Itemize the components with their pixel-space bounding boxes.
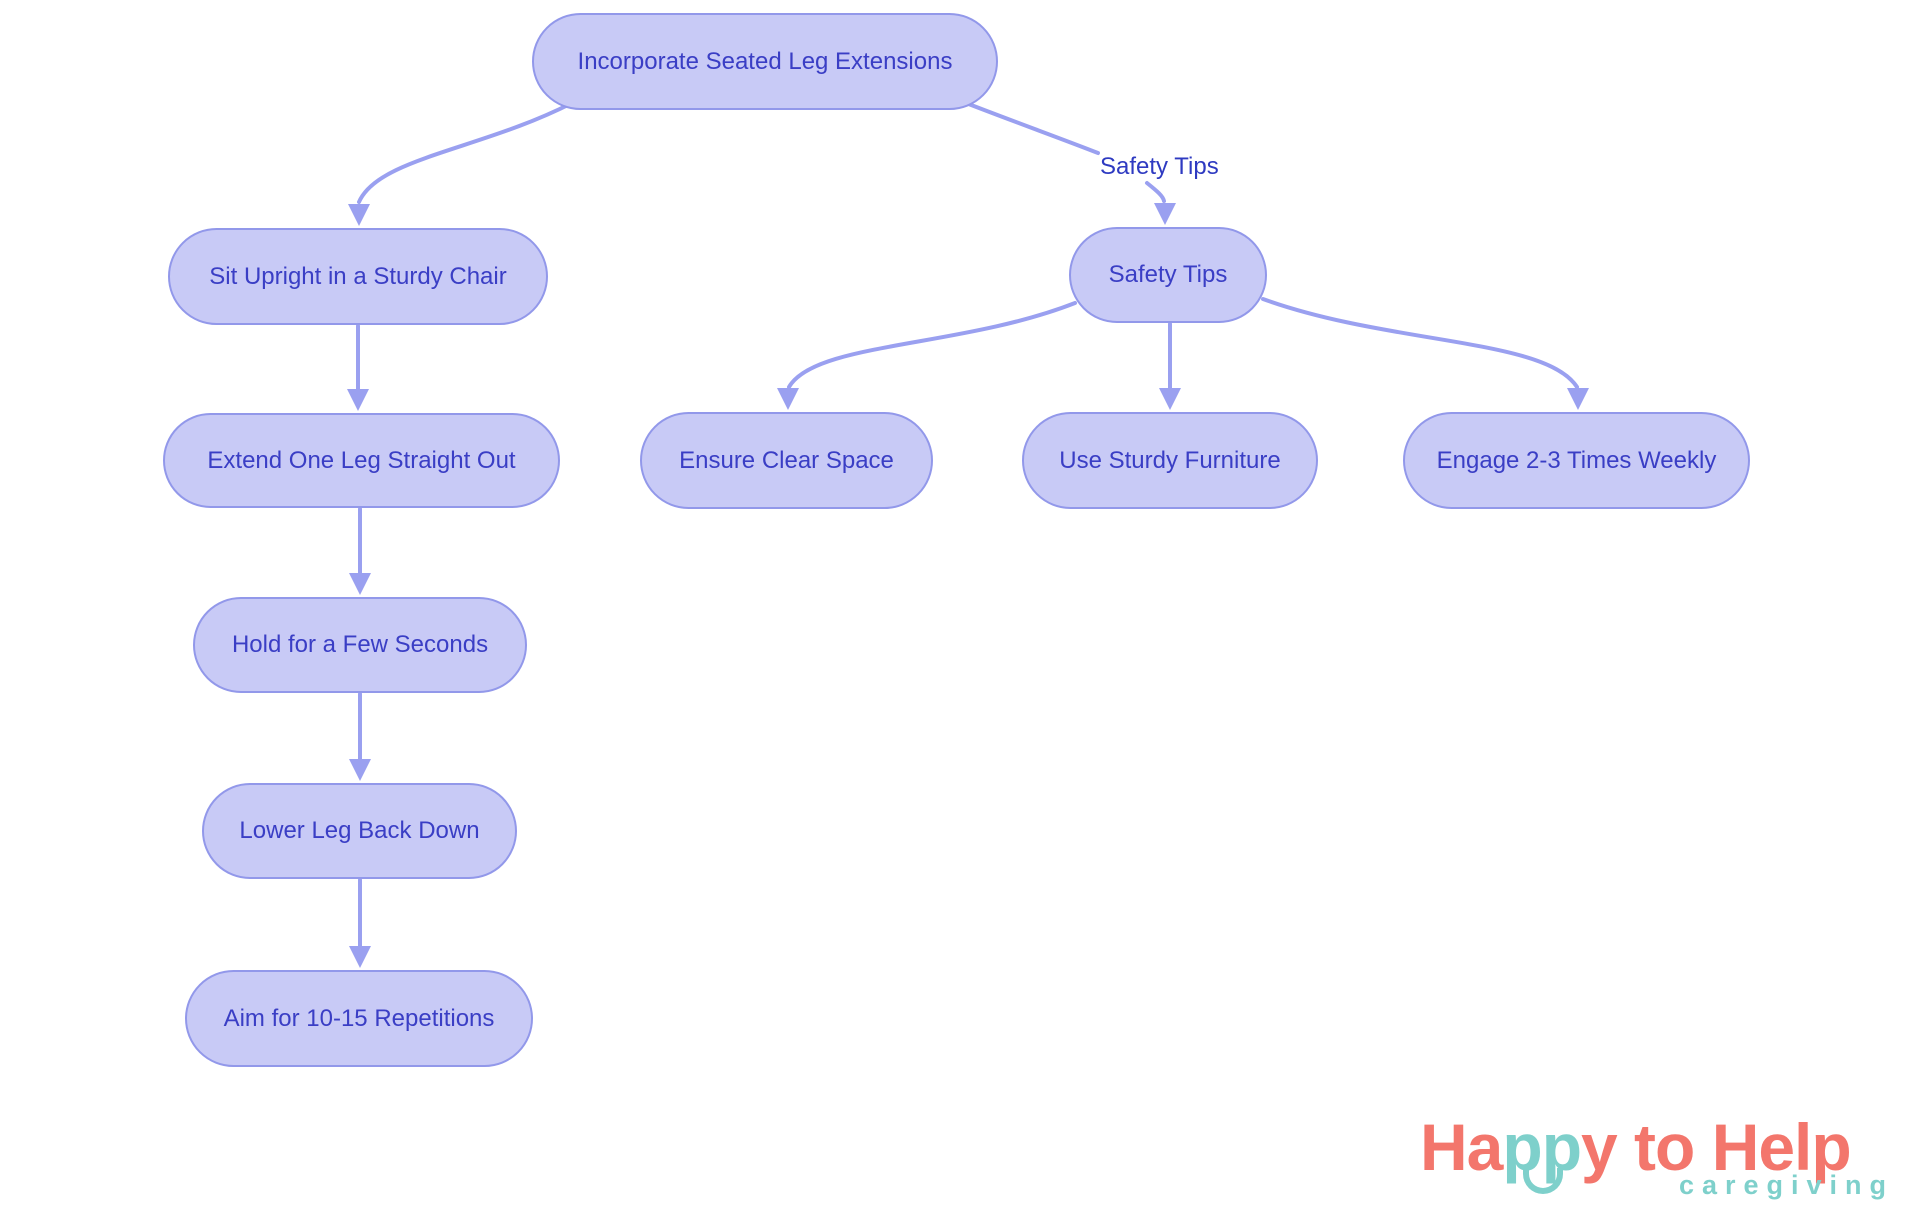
node-root: Incorporate Seated Leg Extensions [532, 13, 998, 110]
node-sit-upright: Sit Upright in a Sturdy Chair [168, 228, 548, 325]
node-lower-leg: Lower Leg Back Down [202, 783, 517, 879]
logo-wordmark: Happy to Help [1420, 1112, 1900, 1182]
arrowhead-icon [348, 204, 370, 226]
node-ensure-clear-space: Ensure Clear Space [640, 412, 933, 509]
node-aim-repetitions-label: Aim for 10-15 Repetitions [223, 1004, 495, 1032]
node-sit-upright-label: Sit Upright in a Sturdy Chair [209, 262, 507, 290]
arrowhead-icon [777, 388, 799, 410]
edge-root-to-safety-label [964, 101, 1100, 155]
arrowhead-icon [347, 389, 369, 411]
arrowhead-icon [349, 759, 371, 781]
edge-root-to-sit-upright [357, 101, 574, 204]
edge-label-safety-tips: Safety Tips [1100, 153, 1219, 180]
logo-text-coral-1: Ha [1420, 1110, 1503, 1184]
node-engage-weekly-label: Engage 2-3 Times Weekly [1436, 446, 1717, 474]
arrowhead-icon [349, 946, 371, 968]
node-safety-tips-label: Safety Tips [1108, 261, 1228, 288]
node-engage-weekly: Engage 2-3 Times Weekly [1403, 412, 1750, 509]
node-safety-tips: Safety Tips [1069, 227, 1267, 323]
node-root-label: Incorporate Seated Leg Extensions [577, 47, 953, 75]
node-extend-leg: Extend One Leg Straight Out [163, 413, 560, 508]
smile-icon [1523, 1168, 1563, 1194]
edge-safety-label-to-safety-node [1145, 181, 1166, 203]
happy-to-help-logo: Happy to Help caregiving [1420, 1112, 1900, 1212]
logo-text-coral-2: y to Help [1581, 1110, 1852, 1184]
node-hold-seconds-label: Hold for a Few Seconds [231, 631, 489, 658]
node-extend-leg-label: Extend One Leg Straight Out [207, 446, 516, 474]
node-aim-repetitions: Aim for 10-15 Repetitions [185, 970, 533, 1067]
node-ensure-clear-space-label: Ensure Clear Space [679, 446, 894, 474]
arrowhead-icon [1567, 388, 1589, 410]
arrowhead-icon [1154, 203, 1176, 225]
logo-subtitle: caregiving [1678, 1170, 1894, 1200]
edge-safety-to-clear-space [787, 301, 1077, 389]
node-hold-seconds: Hold for a Few Seconds [193, 597, 527, 693]
arrowhead-icon [1159, 388, 1181, 410]
node-lower-leg-label: Lower Leg Back Down [239, 817, 480, 844]
arrowhead-icon [349, 573, 371, 595]
node-use-sturdy-furniture: Use Sturdy Furniture [1022, 412, 1318, 509]
node-use-sturdy-furniture-label: Use Sturdy Furniture [1059, 446, 1281, 474]
edge-safety-to-engage [1261, 297, 1579, 389]
